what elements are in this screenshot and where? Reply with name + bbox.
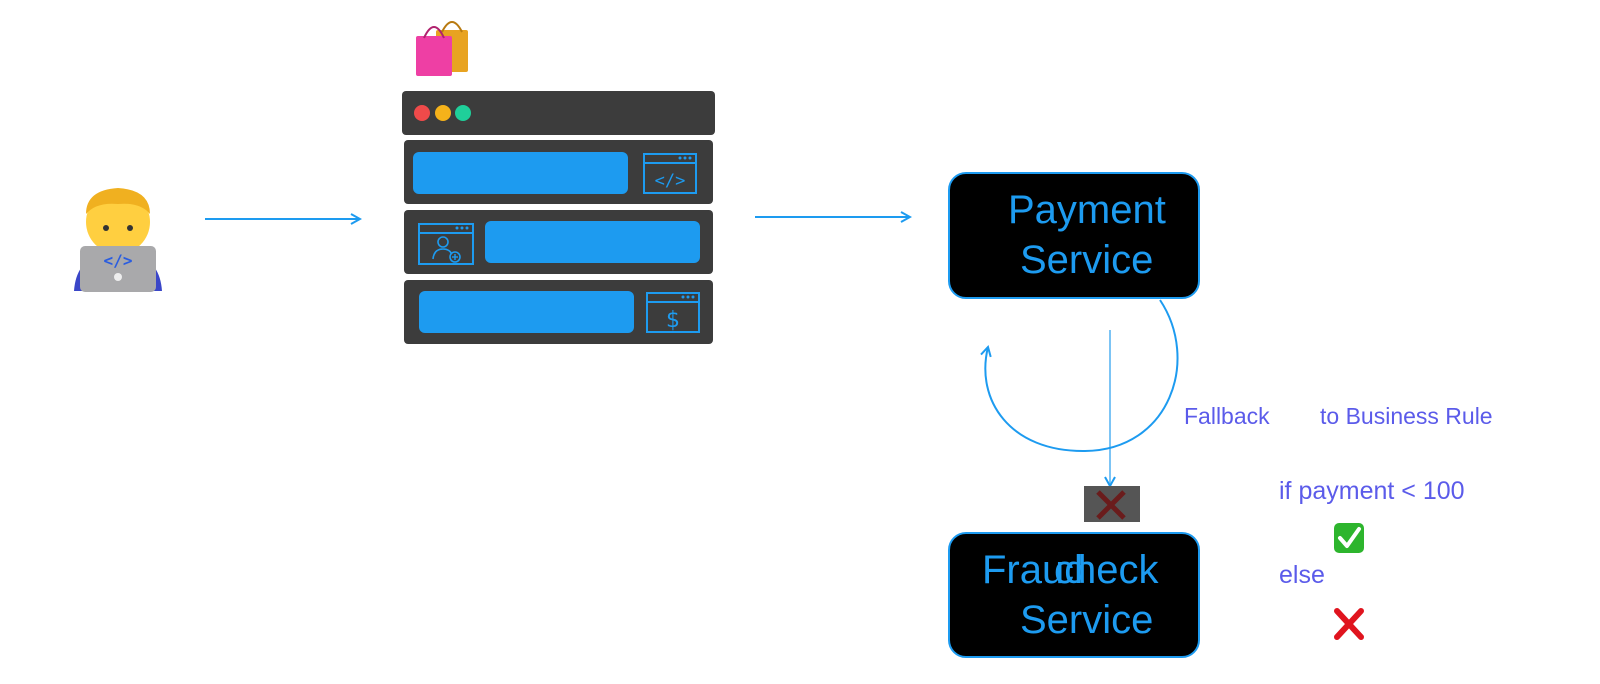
svg-text:$: $ bbox=[666, 308, 680, 333]
payment-service-node: Payment Service bbox=[948, 172, 1200, 299]
if-rule-label: if payment < 100 bbox=[1279, 477, 1465, 505]
web-app-icon: </> $ bbox=[402, 91, 715, 344]
code-window-icon: </> bbox=[643, 153, 697, 194]
svg-text:</>: </> bbox=[104, 251, 133, 270]
shopping-bags-icon bbox=[416, 21, 468, 76]
payment-service-line1: Payment bbox=[1008, 188, 1166, 232]
dollar-window-icon: $ bbox=[646, 292, 700, 333]
fallback-label: Fallback bbox=[1184, 403, 1270, 429]
developer-icon: </> bbox=[74, 188, 162, 292]
user-window-icon bbox=[418, 223, 474, 265]
check-mark-icon bbox=[1334, 523, 1364, 553]
fraud-service-line1b: check bbox=[1054, 548, 1159, 592]
fallback-loop-arrow bbox=[985, 299, 1179, 453]
svg-text:</>: </> bbox=[655, 171, 686, 191]
fraud-service-line1: Fraud bbox=[982, 548, 1087, 592]
else-rule-label: else bbox=[1279, 561, 1325, 589]
cross-mark-icon bbox=[1334, 608, 1364, 640]
business-rule-label: to Business Rule bbox=[1320, 403, 1493, 429]
fraud-check-service-node: Fraud check Service bbox=[948, 532, 1200, 658]
fraud-service-line2: Service bbox=[1020, 598, 1154, 642]
payment-service-line2: Service bbox=[1020, 238, 1154, 282]
blocked-cross-icon bbox=[1084, 486, 1140, 522]
